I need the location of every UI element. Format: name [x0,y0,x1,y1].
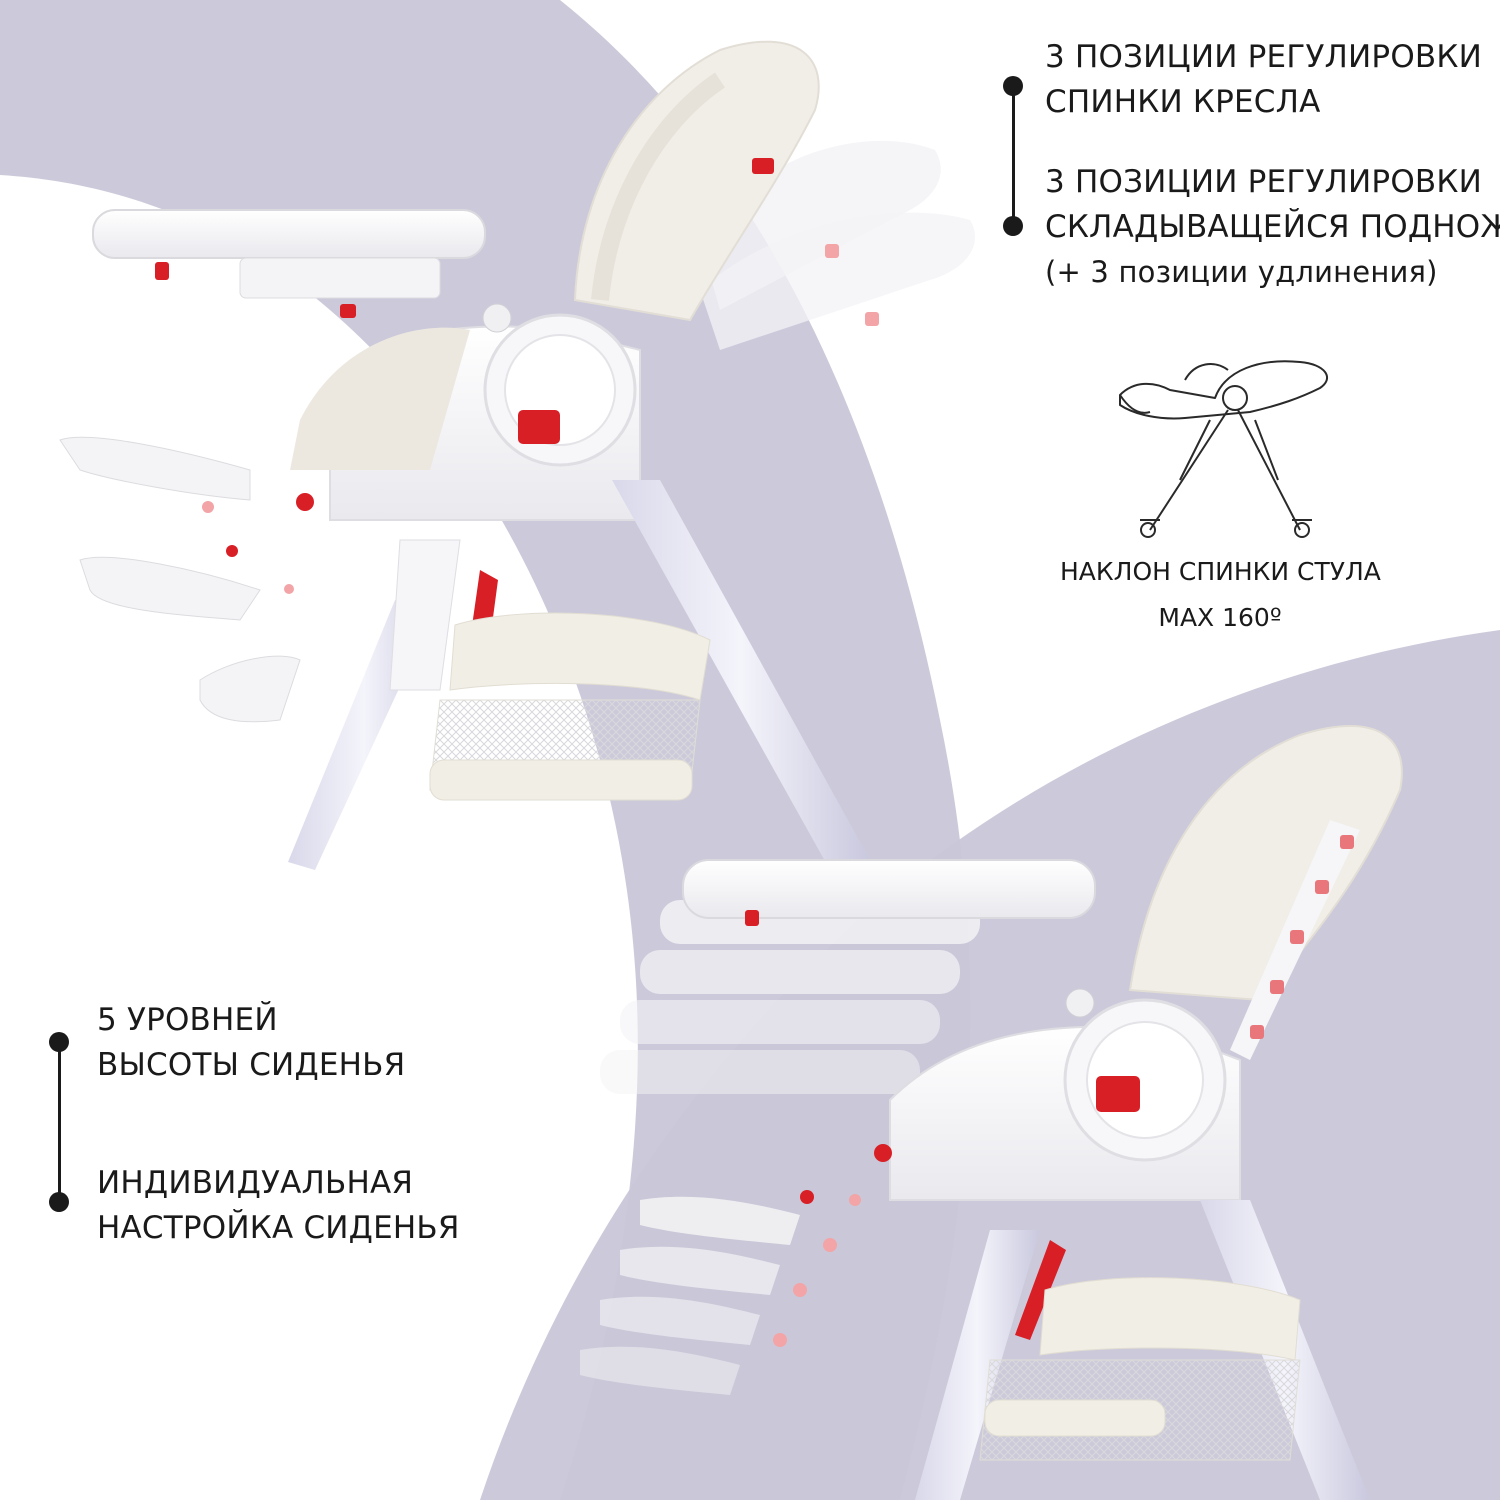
bullet-dot [49,1032,69,1052]
feature-connector-line [1012,86,1015,228]
recline-caption-line: MAX 160º [1158,603,1282,632]
feature-line: ВЫСОТЫ СИДЕНЬЯ [97,1047,406,1083]
feature-note: (+ 3 позиции удлинения) [1045,255,1438,289]
feature-line: 3 ПОЗИЦИИ РЕГУЛИРОВКИ [1045,39,1482,75]
high-chair-bottom-illustration [580,725,1403,1500]
recline-diagram-icon [1119,360,1328,538]
feature-seat-adjustment: ИНДИВИДУАЛЬНАЯ НАСТРОЙКА СИДЕНЬЯ [97,1161,460,1251]
feature-seat-height-levels: 5 УРОВНЕЙ ВЫСОТЫ СИДЕНЬЯ [97,998,405,1088]
feature-footrest-positions: 3 ПОЗИЦИИ РЕГУЛИРОВКИ СКЛАДЫВАЩЕЙСЯ ПОДН… [1045,160,1500,295]
feature-line: 3 ПОЗИЦИИ РЕГУЛИРОВКИ [1045,164,1482,200]
feature-line: НАСТРОЙКА СИДЕНЬЯ [97,1210,460,1246]
bullet-dot [1003,76,1023,96]
feature-line: СКЛАДЫВАЩЕЙСЯ ПОДНОЖКИ [1045,209,1500,245]
feature-connector-line [58,1042,61,1204]
feature-line: СПИНКИ КРЕСЛА [1045,84,1321,120]
feature-line: ИНДИВИДУАЛЬНАЯ [97,1165,414,1201]
high-chair-top-illustration [59,40,976,870]
feature-line: 5 УРОВНЕЙ [97,1002,278,1038]
recline-caption-line: НАКЛОН СПИНКИ СТУЛА [1060,557,1381,586]
bullet-dot [49,1192,69,1212]
bullet-dot [1003,216,1023,236]
recline-caption: НАКЛОН СПИНКИ СТУЛА MAX 160º [1060,549,1381,641]
feature-backrest-positions: 3 ПОЗИЦИИ РЕГУЛИРОВКИ СПИНКИ КРЕСЛА [1045,35,1482,125]
